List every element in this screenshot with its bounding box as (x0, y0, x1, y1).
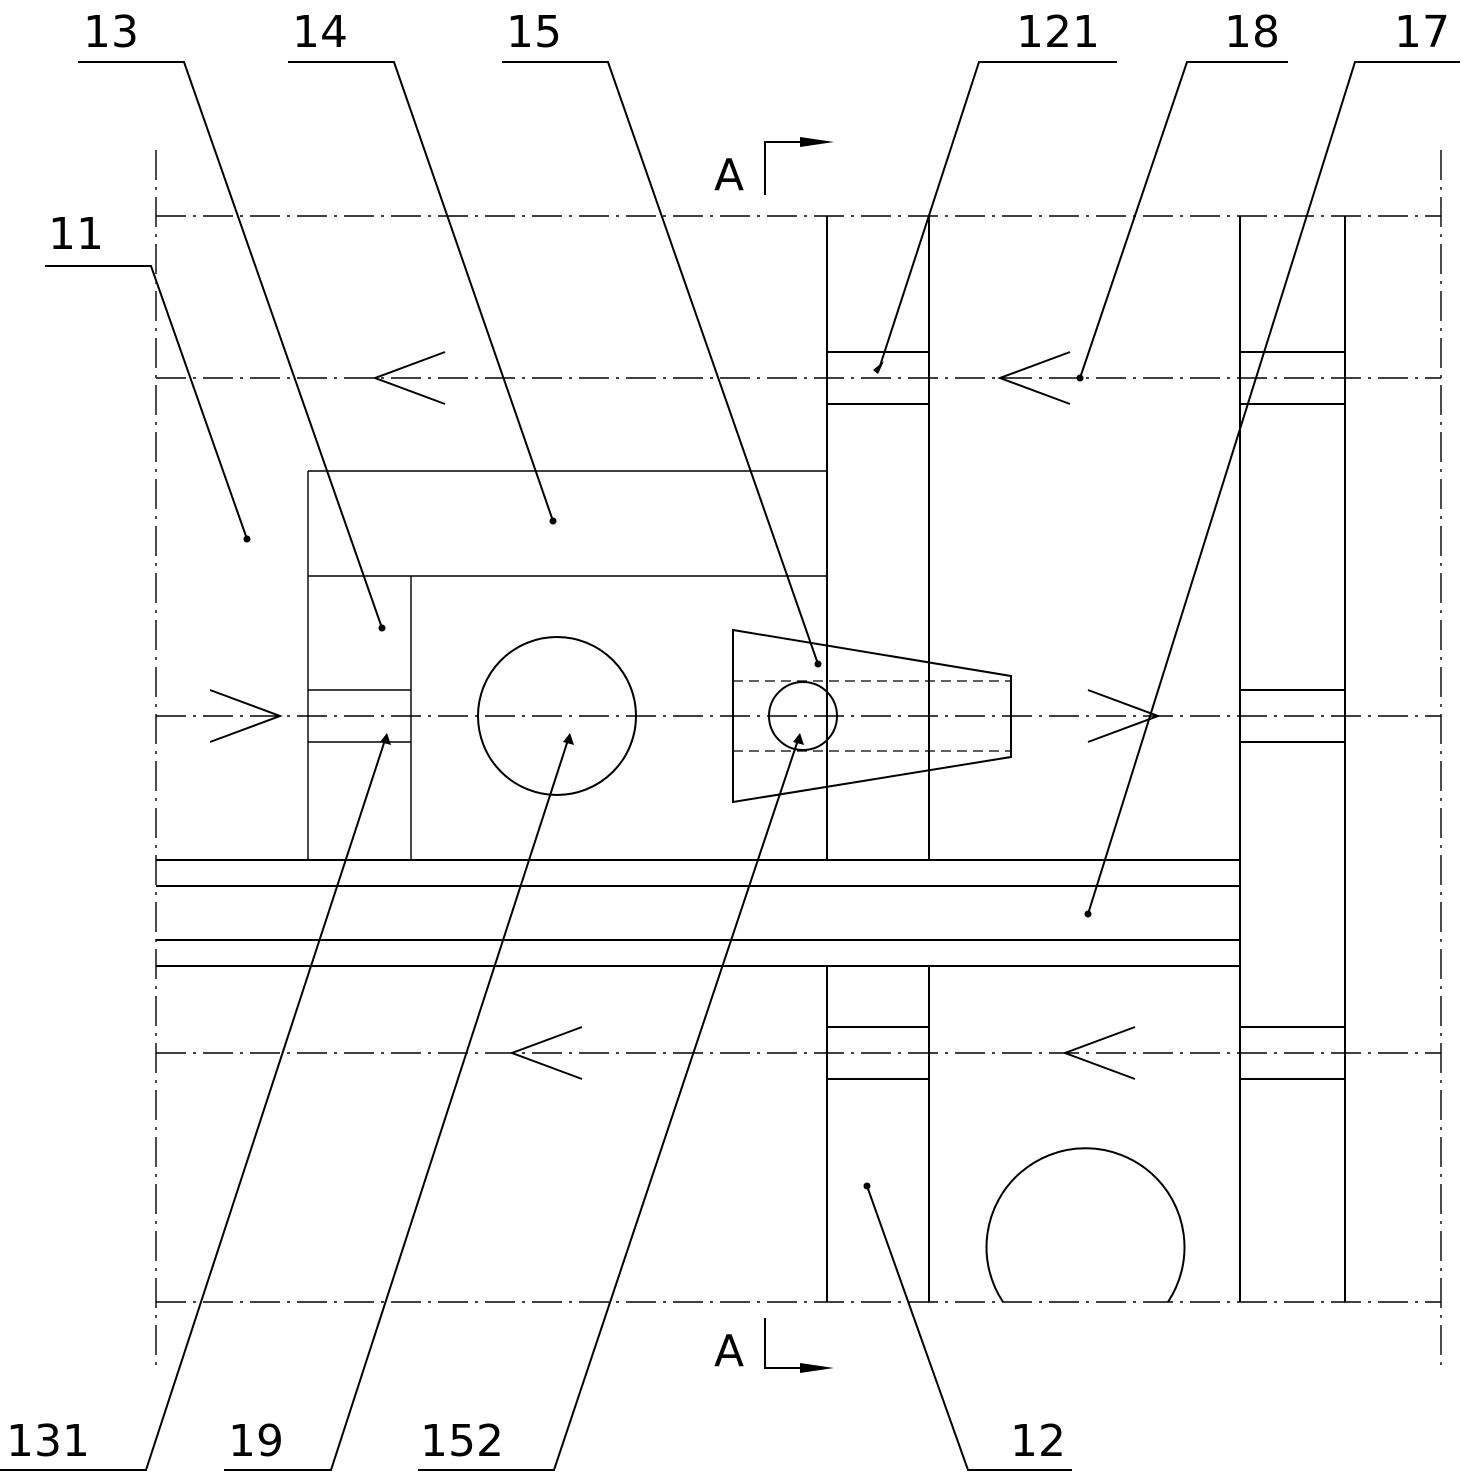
circle-19 (477, 636, 637, 796)
horizontal-beam (156, 859, 1240, 967)
vertical-plate (826, 216, 930, 1302)
label-19: 19 (228, 1416, 284, 1467)
right-plate (1239, 216, 1346, 1302)
label-15: 15 (506, 7, 562, 58)
callout-152: 152 (418, 733, 804, 1471)
callout-13: 13 (78, 7, 386, 632)
boundary-centerlines (155, 150, 1442, 1370)
callout-131: 131 (0, 733, 391, 1471)
label-13: 13 (83, 7, 139, 58)
callout-18: 18 (1076, 7, 1288, 382)
callout-14: 14 (288, 7, 557, 525)
section-marker-top: A (714, 137, 834, 201)
section-label-top: A (714, 150, 744, 201)
callout-15: 15 (502, 7, 822, 668)
label-152: 152 (420, 1416, 504, 1467)
label-14: 14 (292, 7, 348, 58)
circle-152 (768, 681, 838, 751)
label-18: 18 (1224, 7, 1280, 58)
flow-line-top (156, 351, 1441, 405)
section-label-bottom: A (714, 1326, 744, 1377)
section-marker-bottom: A (714, 1318, 834, 1377)
label-11: 11 (48, 209, 104, 260)
callout-12: 12 (863, 1182, 1072, 1471)
label-12: 12 (1010, 1416, 1066, 1467)
label-17: 17 (1394, 7, 1450, 58)
flow-line-middle (156, 689, 1441, 743)
label-121: 121 (1016, 7, 1100, 58)
callout-121: 121 (873, 7, 1117, 374)
trapezoid-15 (732, 628, 1012, 804)
block-14 (307, 470, 827, 860)
arc-bottom-right (985, 1147, 1186, 1303)
callout-19: 19 (224, 733, 574, 1471)
callout-11: 11 (45, 209, 251, 543)
flow-line-bottom (156, 1026, 1441, 1080)
callout-17: 17 (1084, 7, 1460, 918)
label-131: 131 (6, 1416, 90, 1467)
